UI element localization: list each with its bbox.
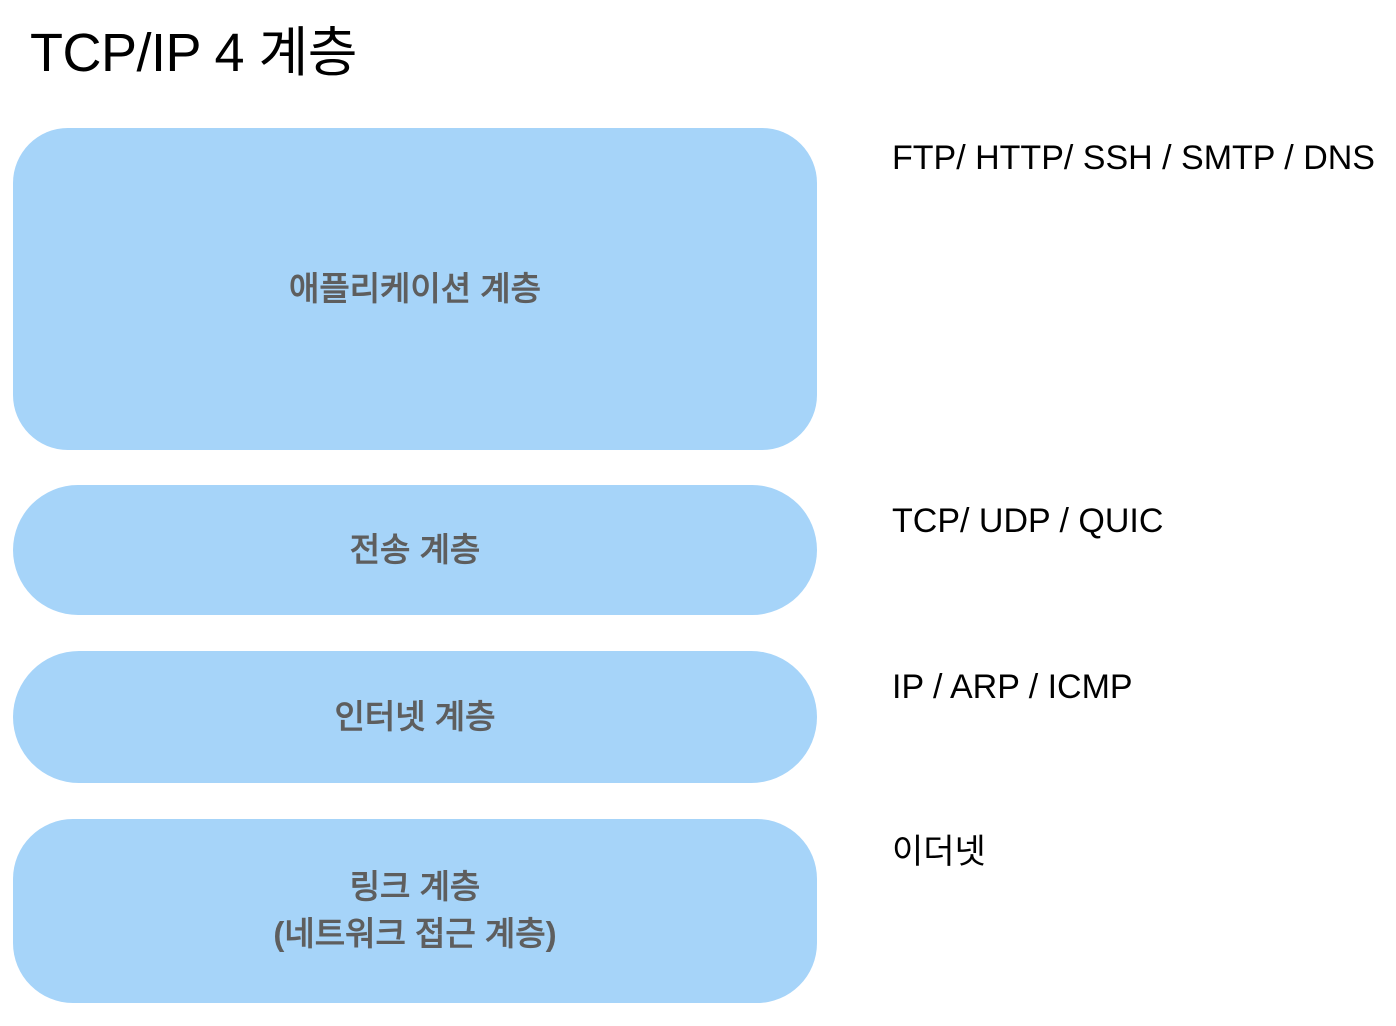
diagram-title: TCP/IP 4 계층 <box>30 23 357 83</box>
protocols-internet: IP / ARP / ICMP <box>892 668 1133 706</box>
layer-box-internet: 인터넷 계층 <box>13 651 817 783</box>
protocols-application: FTP/ HTTP/ SSH / SMTP / DNS <box>892 139 1375 177</box>
protocols-transport: TCP/ UDP / QUIC <box>892 502 1164 540</box>
layer-box-application: 애플리케이션 계층 <box>13 128 817 450</box>
layer-box-link: 링크 계층 (네트워크 접근 계층) <box>13 819 817 1003</box>
layer-label-internet: 인터넷 계층 <box>334 697 496 735</box>
layer-label-link-line1: 링크 계층 <box>349 868 481 906</box>
layer-label-application: 애플리케이션 계층 <box>288 269 542 307</box>
layer-box-transport: 전송 계층 <box>13 485 817 615</box>
layer-label-link-line2: (네트워크 접근 계층) <box>273 915 557 952</box>
layer-label-transport: 전송 계층 <box>349 530 481 568</box>
protocols-link: 이더넷 <box>892 833 986 871</box>
